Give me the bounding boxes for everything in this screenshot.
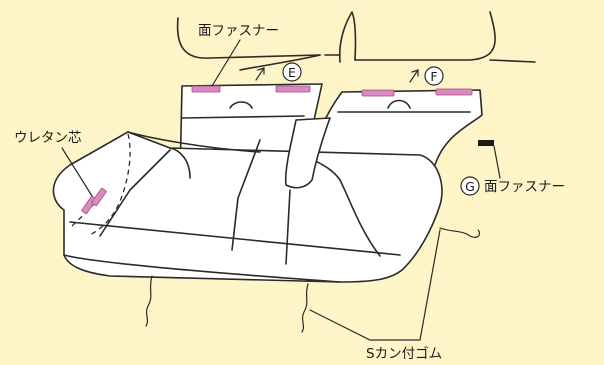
marker-g-letter: G [465,179,475,194]
fastener-f-right [435,88,473,96]
fastener-core-2 [91,187,107,207]
label-s-hook-rubber: Sカン付ゴム [366,345,442,362]
s-hook-2 [301,283,309,333]
marker-e: E [282,62,302,82]
marker-g-circle [460,176,480,196]
label-urethane-core: ウレタン芯 [14,130,82,146]
fasteners [81,85,494,215]
fastener-e-right [275,85,311,93]
fastener-g-black [478,140,494,146]
seat-back-outline [176,11,536,71]
marker-e-letter: E [288,65,296,80]
s-hook-3 [439,227,481,238]
fastener-f-left [361,89,395,97]
label-face-fastener-g: 面ファスナー [484,179,565,195]
center-flap [284,117,331,189]
right-back-panel [309,89,483,166]
marker-f-circle [424,66,444,86]
arrows [255,67,419,83]
marker-e-circle [282,62,302,82]
s-hook-rubbers [145,227,481,333]
marker-f: F [424,66,444,86]
marker-g: G [460,176,480,196]
seat-cushion [52,131,443,283]
s-hook-1 [145,275,153,327]
leader-lines [61,39,501,341]
label-face-fastener-top: 面ファスナー [198,23,279,39]
fastener-e-left [191,85,221,93]
marker-f-letter: F [430,69,437,84]
